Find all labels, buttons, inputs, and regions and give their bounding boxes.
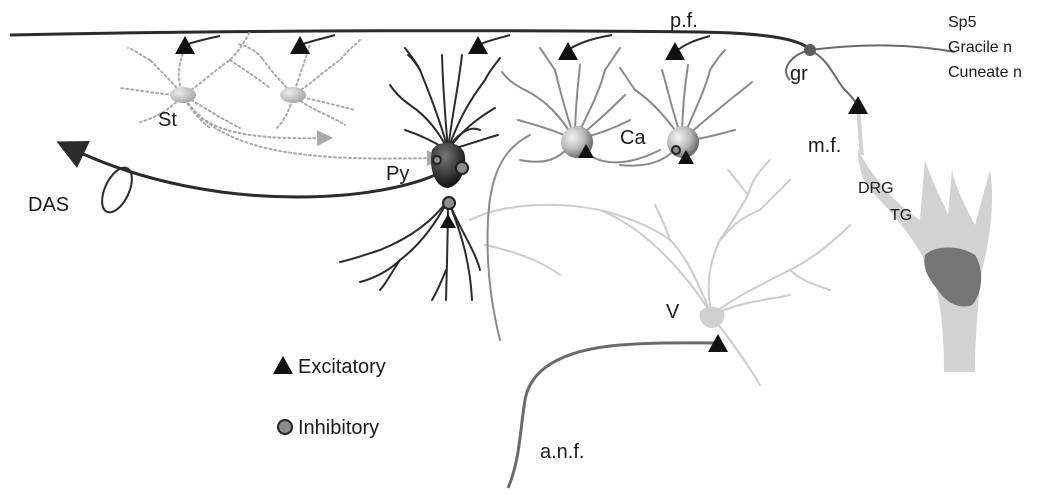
- parallel-fiber: [10, 31, 810, 50]
- granule-cell-soma: [804, 44, 816, 56]
- label-cuneate: Cuneate n: [948, 64, 1022, 81]
- label-v: V: [666, 301, 680, 323]
- inhibitory-markers: [433, 146, 680, 209]
- label-py: Py: [386, 163, 409, 185]
- label-tg: TG: [890, 207, 912, 224]
- excitatory-markers: [175, 36, 868, 352]
- label-ca: Ca: [620, 127, 646, 149]
- label-sp5: Sp5: [948, 14, 977, 31]
- stellate-cells: [120, 32, 435, 159]
- label-st: St: [158, 109, 177, 131]
- label-anf: a.n.f.: [540, 441, 584, 463]
- label-pf: p.f.: [670, 10, 698, 32]
- label-gr: gr: [790, 63, 808, 85]
- v-neuron: [470, 160, 850, 385]
- v-soma: [700, 307, 725, 328]
- legend: Excitatory Inhibitory: [273, 356, 386, 439]
- stellate-soma-2: [280, 87, 306, 103]
- label-mf: m.f.: [808, 135, 841, 157]
- pyramidal-cell: [340, 48, 500, 300]
- fiber-to-sp5: [810, 45, 955, 52]
- mossy-fiber: [858, 110, 862, 155]
- cartwheel-cells: [488, 48, 753, 340]
- label-drg: DRG: [858, 180, 894, 197]
- stellate-soma-1: [170, 87, 196, 103]
- inhibitory-legend-icon: [278, 420, 292, 434]
- gr-dendrite-mf: [810, 50, 858, 110]
- cartwheel-soma-2: [667, 126, 699, 158]
- drg-tg-dark-region: [924, 248, 981, 307]
- legend-inhibitory: Inhibitory: [298, 417, 379, 439]
- auditory-nerve-fiber: [508, 343, 718, 488]
- pf-branches: [185, 35, 710, 52]
- excitatory-legend-icon: [273, 356, 293, 374]
- label-das: DAS: [28, 194, 69, 216]
- label-gracile: Gracile n: [948, 39, 1012, 56]
- legend-excitatory: Excitatory: [298, 356, 386, 378]
